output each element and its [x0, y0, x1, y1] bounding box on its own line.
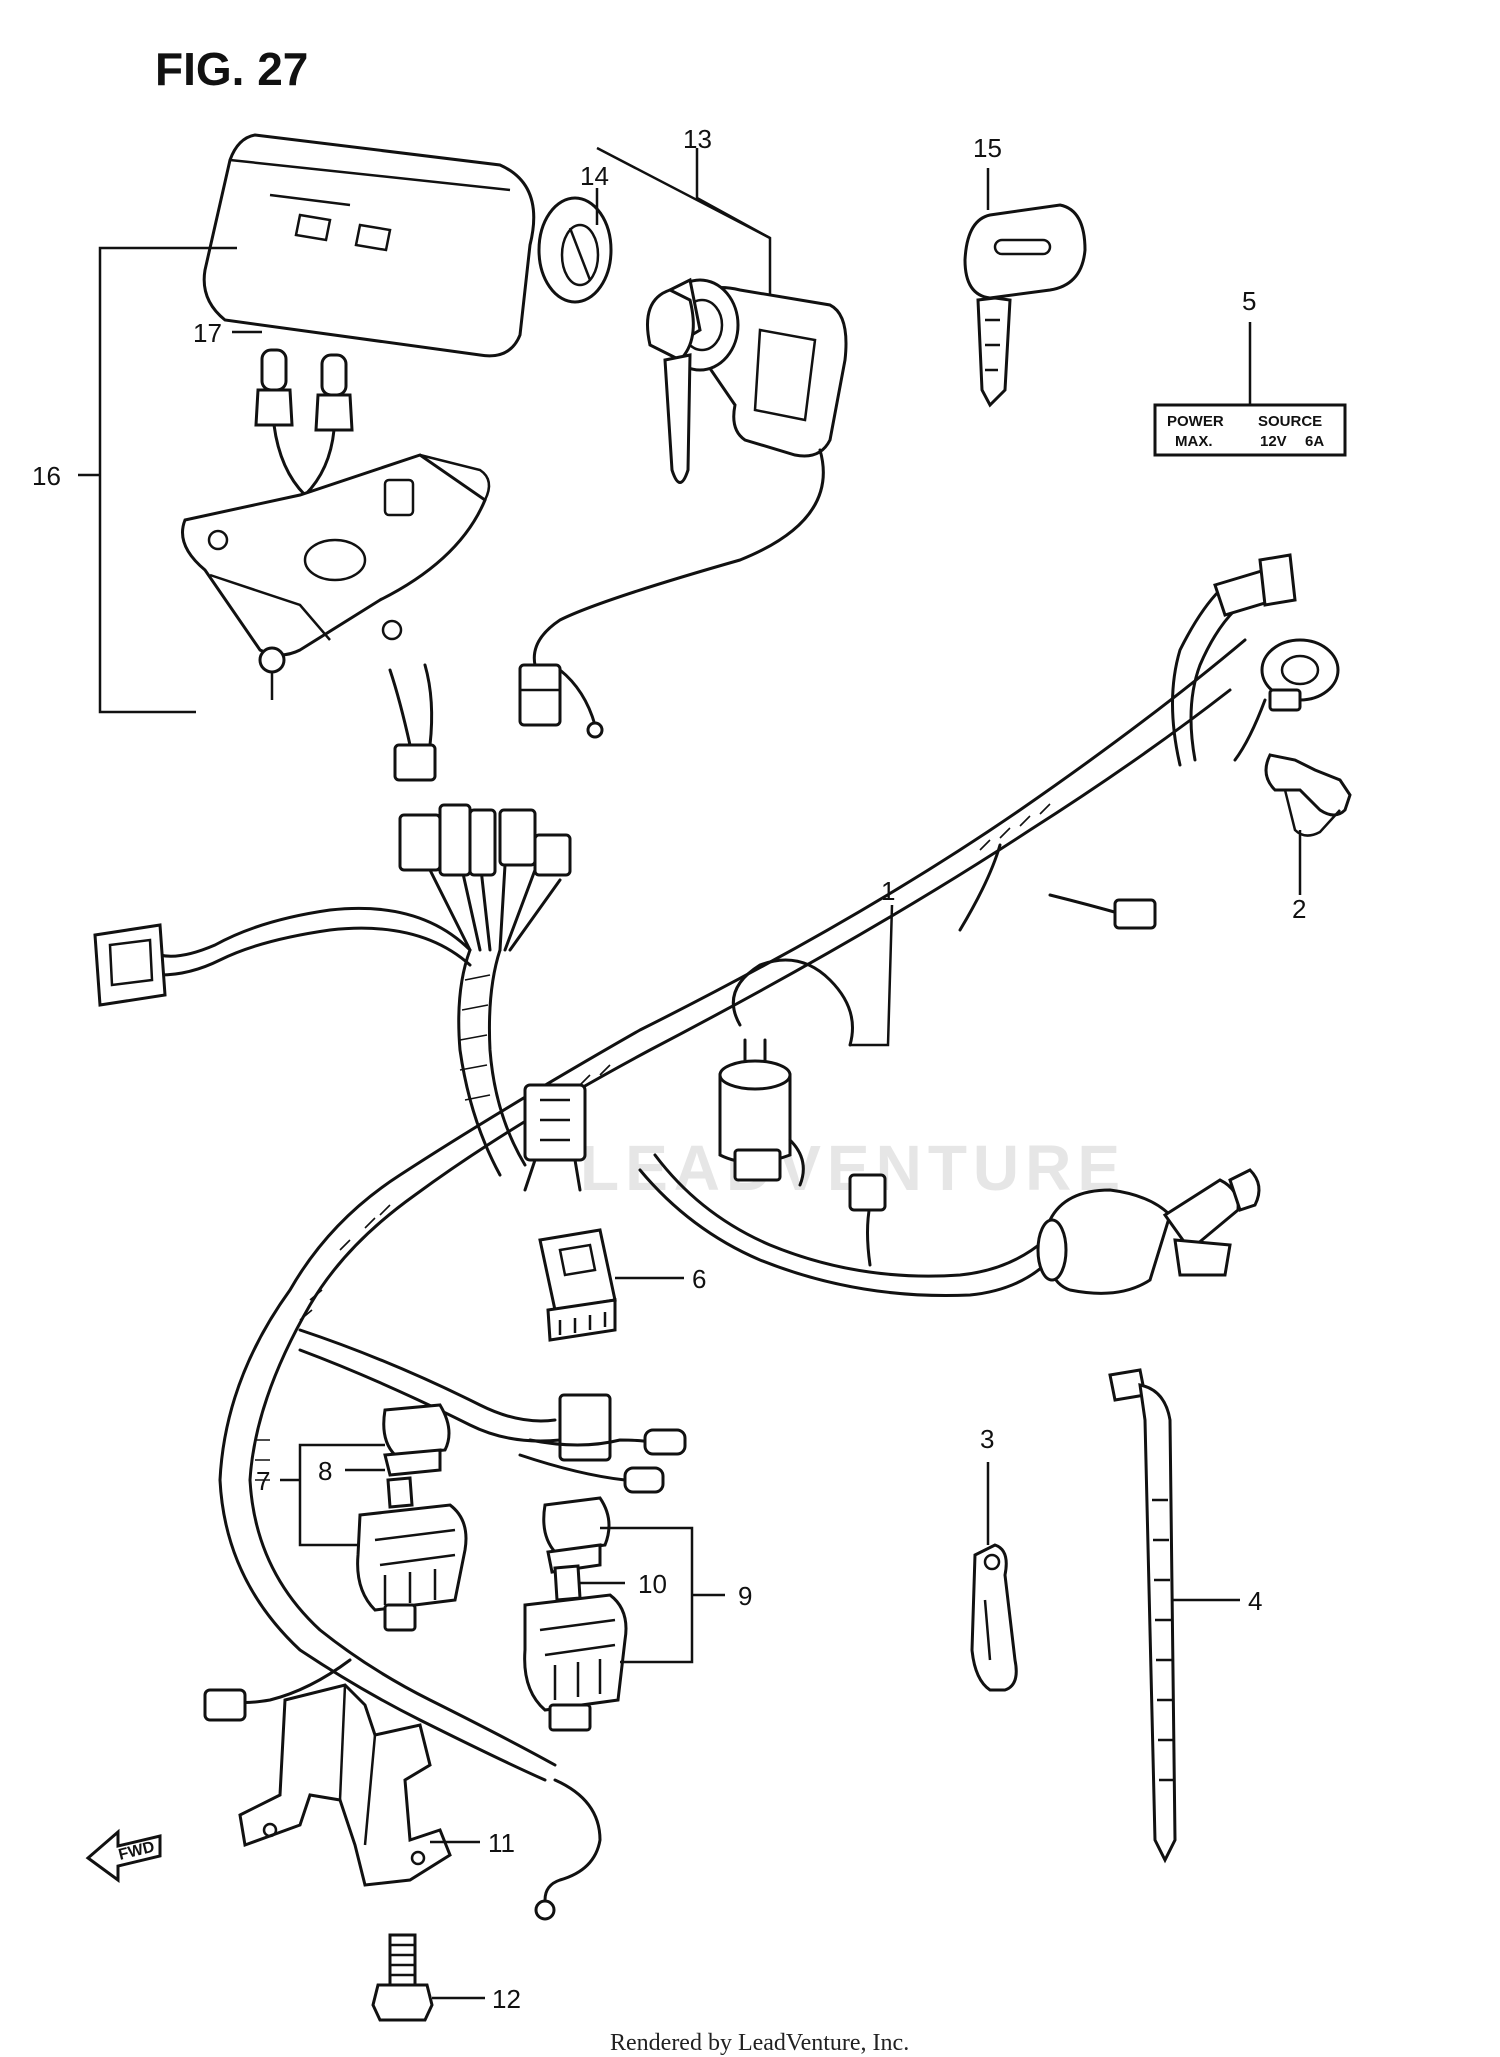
callout-4[interactable]: 4 [1248, 1586, 1262, 1616]
relay[interactable] [538, 1228, 617, 1342]
clamp[interactable] [1264, 753, 1352, 837]
leader-1 [850, 904, 894, 1047]
sticker-power: POWER [1167, 413, 1224, 430]
power-source-label[interactable]: POWER SOURCE MAX. 12V 6A [1153, 403, 1347, 457]
bracket-16 [98, 246, 237, 714]
callout-12[interactable]: 12 [492, 1984, 521, 2014]
figure-title: FIG. 27 [155, 43, 308, 95]
callout-7[interactable]: 7 [256, 1466, 270, 1496]
callout-3[interactable]: 3 [980, 1424, 994, 1454]
cable-tie[interactable] [1108, 1368, 1177, 1864]
sticker-max: MAX. [1175, 433, 1213, 450]
ignition-switch[interactable] [518, 196, 848, 739]
callout-5[interactable]: 5 [1242, 286, 1256, 316]
callout-1[interactable]: 1 [881, 876, 895, 906]
callout-16[interactable]: 16 [32, 461, 61, 491]
ignition-key[interactable] [963, 203, 1087, 408]
sticker-volts: 12V [1260, 433, 1287, 450]
bracket-13-b [695, 148, 772, 296]
forward-direction-arrow: FWD [85, 1828, 162, 1883]
sticker-source: SOURCE [1258, 413, 1322, 430]
callout-8[interactable]: 8 [318, 1456, 332, 1486]
callout-15[interactable]: 15 [973, 133, 1002, 163]
bolt[interactable] [371, 1933, 434, 2022]
callout-9[interactable]: 9 [738, 1581, 752, 1611]
callout-14[interactable]: 14 [580, 161, 609, 191]
mounting-bracket[interactable] [238, 1683, 452, 1887]
callout-10[interactable]: 10 [638, 1569, 667, 1599]
wiring-harness[interactable] [93, 553, 1340, 1921]
callout-13[interactable]: 13 [683, 124, 712, 154]
callout-11[interactable]: 11 [488, 1828, 515, 1858]
callout-17[interactable]: 17 [193, 318, 222, 348]
relay-assembly-right[interactable] [523, 1496, 628, 1732]
render-credit: Rendered by LeadVenture, Inc. [610, 2030, 909, 2056]
handlebar-switch-assembly[interactable] [181, 133, 536, 782]
callout-2[interactable]: 2 [1292, 894, 1306, 924]
sticker-amps: 6A [1305, 433, 1324, 450]
bracket-7 [298, 1443, 360, 1547]
relay-assembly-left[interactable] [356, 1403, 468, 1632]
callout-6[interactable]: 6 [692, 1264, 706, 1294]
cable-band[interactable] [970, 1543, 1018, 1692]
